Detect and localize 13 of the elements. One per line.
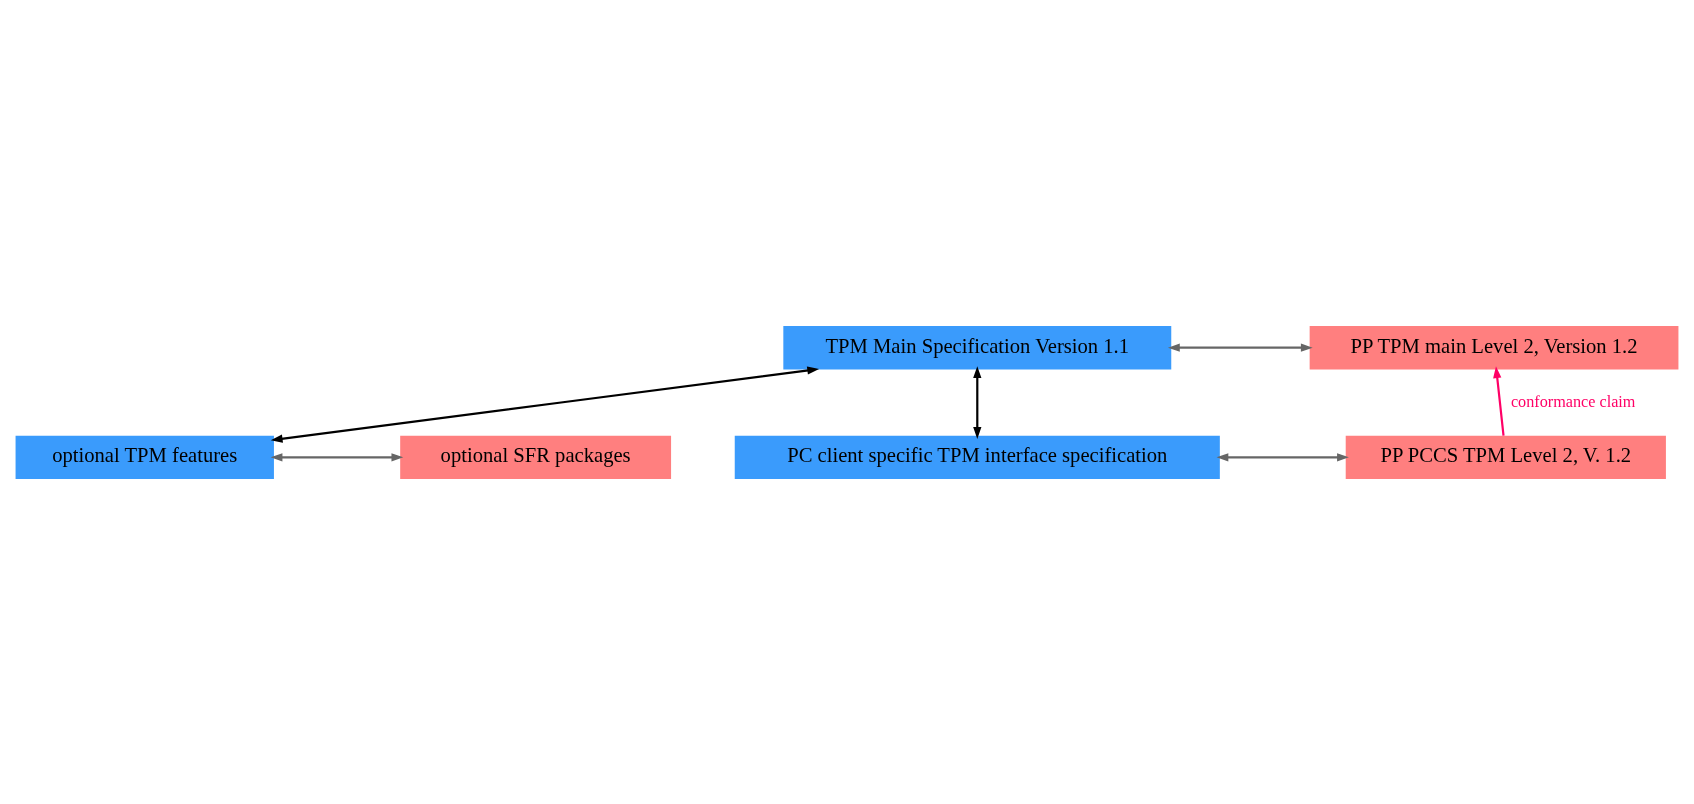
arrow	[1493, 365, 1505, 436]
arrow	[270, 452, 404, 461]
node-box: PP PCCS TPM Level 2, V. 1.2	[1345, 435, 1666, 479]
node-box: optional SFR packages	[400, 435, 672, 479]
arrow	[1167, 343, 1313, 352]
node-box: PP TPM main Level 2, Version 1.2	[1309, 325, 1679, 369]
arrow	[1216, 452, 1349, 461]
arrow	[270, 365, 820, 443]
edge-label: conformance claim	[1510, 392, 1636, 411]
node-box: PC client specific TPM interface specification	[734, 435, 1220, 479]
arrow	[973, 365, 982, 439]
node-box: optional TPM features	[15, 435, 274, 479]
node-box: TPM Main Specification Version 1.1	[783, 325, 1172, 369]
